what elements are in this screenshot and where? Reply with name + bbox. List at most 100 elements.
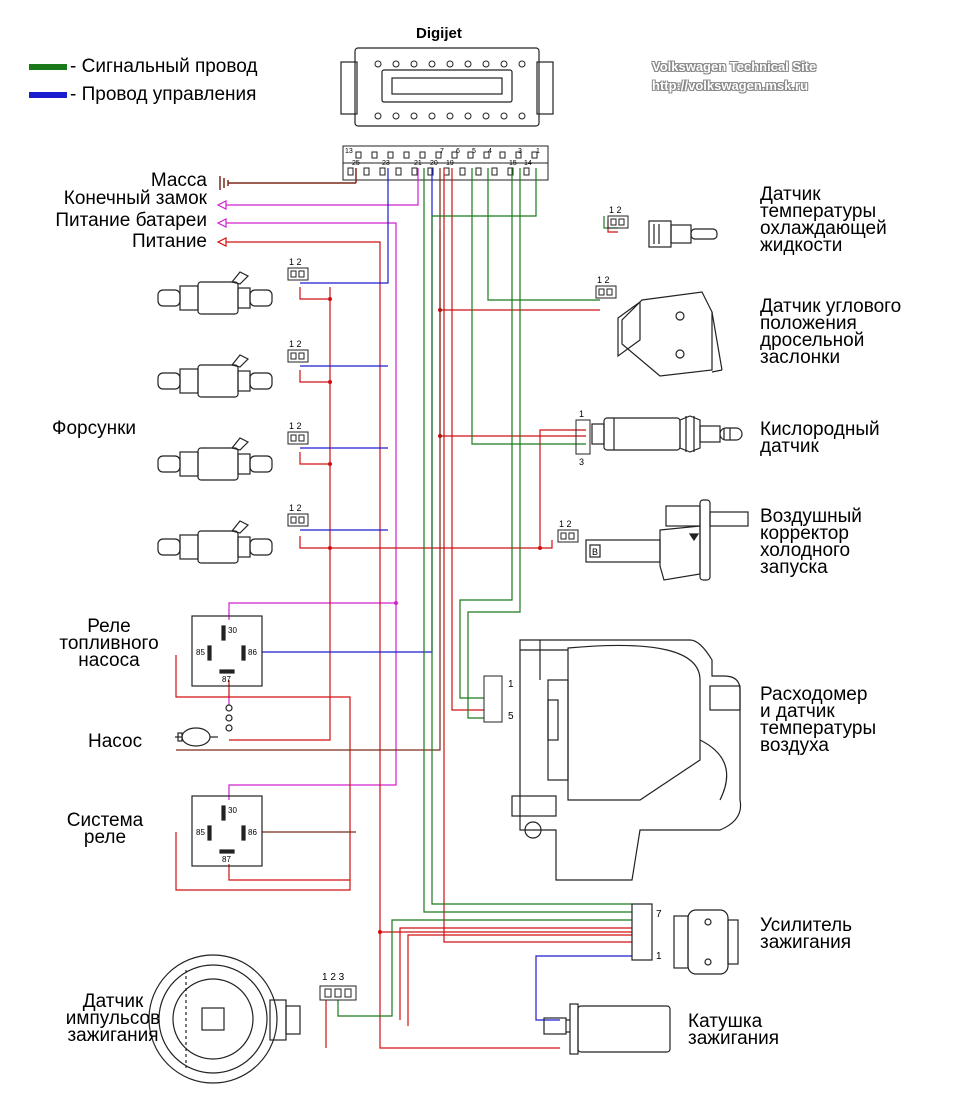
label-pump: Насос (88, 731, 143, 752)
junction-dot (394, 601, 398, 605)
connector-pin (290, 434, 297, 442)
two-pin-connector (557, 529, 579, 543)
ecu-pin-top-5: 5 (472, 148, 476, 155)
wire-coolant-signal (431, 168, 632, 905)
ecu-pin-bottom-14: 14 (524, 160, 532, 167)
wire-injector-power (299, 536, 330, 549)
cold-start-valve (585, 499, 749, 581)
junction-dot (328, 462, 332, 466)
label-system-relay: Система реле (66, 810, 144, 848)
injector-plug (230, 354, 250, 368)
two-pin-connector (287, 267, 309, 281)
ecu-connector-pin (499, 151, 506, 159)
ecu-pin-top-3: 3 (518, 148, 522, 155)
ecu-pin-hole (518, 112, 526, 120)
wire-battery (226, 222, 397, 800)
hall-pin-numbers: 1 2 3 (322, 972, 345, 983)
ecu-pin-top-13: 13 (345, 148, 353, 155)
ecu-pin-hole (410, 60, 418, 68)
label-ignition-switch: Конечный замок (63, 188, 207, 209)
connector-housing (287, 431, 309, 445)
connector-pin (298, 434, 305, 442)
ecu-connector-pin (451, 151, 458, 159)
connector-housing (287, 513, 309, 527)
ecu-pin-hole (482, 112, 490, 120)
amp-pin-7: 7 (656, 909, 662, 920)
ecu-pin-hole (446, 112, 454, 120)
injector (157, 354, 273, 398)
connector-pin-numbers: 1 2 (289, 257, 302, 267)
cold-start-pin-b: B (592, 547, 599, 557)
o2-pin-3: 3 (579, 457, 585, 467)
label-hall-sensor: Датчик импульсов зажигания (65, 991, 161, 1046)
ecu-connector-pin (523, 167, 530, 176)
label-air-flow-meter: Расходомер и датчик температуры воздуха (760, 684, 877, 756)
relay-box (191, 795, 263, 867)
ground-symbol (219, 168, 357, 190)
ecu-pin-hole (446, 60, 454, 68)
relay-box (191, 615, 263, 687)
ecu-pin-bottom-20: 20 (430, 160, 438, 167)
ecu-connector-pin (403, 151, 410, 159)
wire-o2-ground (439, 310, 586, 437)
relay-contact-30 (221, 625, 226, 641)
ecu-connector (342, 145, 549, 181)
ecu-connector-pin (531, 151, 538, 159)
label-fuel-pump-relay: Реле топливного насоса (59, 616, 159, 671)
connector-pin (560, 532, 567, 540)
oxygen-sensor (591, 415, 743, 453)
ecu-connector-pin (443, 167, 450, 176)
wire-system-87 (228, 864, 350, 881)
system-relay (191, 795, 263, 867)
connector-housing (575, 419, 591, 455)
ecu-pin-bottom-19: 19 (446, 160, 454, 167)
connector-pin-numbers: 1 2 (289, 421, 302, 431)
afm-pin-1: 1 (508, 679, 514, 690)
connector-pin (618, 218, 625, 226)
injector (157, 520, 273, 564)
relay-contact-85 (207, 645, 212, 661)
injector (157, 271, 273, 315)
label-battery-power: Питание батареи (55, 210, 207, 231)
connector-pin (610, 218, 617, 226)
connector-pin (606, 288, 613, 296)
ecu-pin-hole (374, 60, 382, 68)
hall-connector (319, 985, 357, 1001)
ecu-pin-holes (374, 60, 526, 120)
connector-pin (598, 288, 605, 296)
ecu-pin-hole (500, 112, 508, 120)
ecu-pin-bottom-15: 15 (509, 160, 517, 167)
wire-amp (443, 168, 632, 943)
connector-pin (298, 516, 305, 524)
injector-nozzle (157, 372, 181, 390)
ecu-connector-pin (459, 167, 466, 176)
legend-control-swatch (29, 92, 67, 98)
wire-battery-fuel-relay (228, 602, 396, 620)
input-arrows (216, 200, 227, 247)
ecu-pin-hole (518, 60, 526, 68)
two-pin-connector (287, 513, 309, 527)
ecu-connector-pin (411, 167, 418, 176)
label-ignition-coil: Катушка зажигания (688, 1011, 780, 1049)
wire-injector-bus (229, 287, 331, 741)
throttle-position-sensor (617, 291, 723, 377)
ecu-connector-pin (483, 151, 490, 159)
relay-pin-86: 86 (248, 648, 257, 657)
connector-pin (290, 516, 297, 524)
wire-afm-power (451, 168, 484, 711)
legend-signal-swatch (29, 64, 67, 70)
ecu-pin-top-4: 4 (488, 148, 492, 155)
injector-nozzle (157, 538, 181, 556)
label-ground: Масса (150, 170, 207, 191)
connector-pin-numbers: 1 2 (559, 519, 572, 529)
relay-pin-87: 87 (222, 675, 231, 684)
junction-dot (378, 930, 382, 934)
ecu-pin-top-1: 1 (536, 148, 540, 155)
connector-pin (298, 352, 305, 360)
injector-collar (179, 451, 199, 477)
ecu-connector-pin (363, 167, 370, 176)
ecu-connector-pin (355, 151, 362, 159)
relay-contact-87 (219, 849, 235, 854)
injector-neck (237, 453, 251, 475)
wire-throttle-signal (487, 168, 600, 301)
